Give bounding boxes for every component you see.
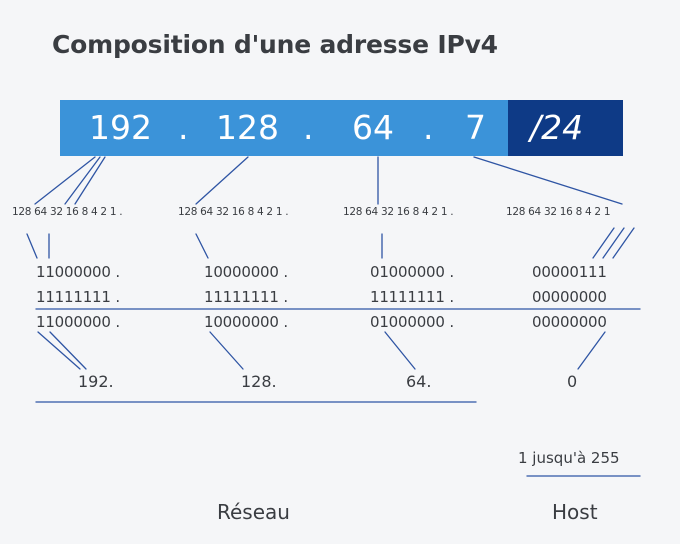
connector-line [26,233,38,259]
octet-2: 128 [216,108,279,147]
network-part-segment [60,100,508,156]
mask-binary-octet-4: 00000000 [532,288,607,306]
octet-3: 64 [352,108,394,147]
connector-line [592,227,615,259]
bit-weights-octet-4: 128 64 32 16 8 4 2 1 [506,206,611,218]
network-label: Réseau [217,500,290,524]
connector-line [49,331,87,370]
connector-line [195,233,209,259]
result-octet-1: 192. [78,372,114,391]
connector-line [209,331,244,370]
mask-binary-octet-3: 11111111 . [370,288,454,306]
connector-line [602,227,625,259]
bit-weights-octet-1: 128 64 32 16 8 4 2 1 . [12,206,123,218]
connector-line [577,331,606,370]
connector-line [34,156,96,205]
octet-4: 7 [465,108,486,147]
result-octet-4: 0 [567,372,578,391]
mask-binary-octet-1: 11111111 . [36,288,120,306]
ip-binary-octet-1: 11000000 . [36,263,120,281]
separator-3: . [423,108,434,147]
ip-binary-octet-2: 10000000 . [204,263,288,281]
ip-binary-octet-3: 01000000 . [370,263,454,281]
host-label: Host [552,500,598,524]
connector-line [473,156,623,205]
separator-2: . [303,108,314,147]
network-binary-octet-3: 01000000 . [370,313,454,331]
connector-line [612,227,635,259]
network-binary-octet-4: 00000000 [532,313,607,331]
separator-1: . [178,108,189,147]
connector-line [74,156,106,205]
prefix-segment [508,100,623,156]
network-binary-octet-2: 10000000 . [204,313,288,331]
diagram-title: Composition d'une adresse IPv4 [52,30,498,59]
connector-line [37,331,81,370]
result-octet-3: 64. [406,372,432,391]
host-range-label: 1 jusqu'à 255 [518,449,620,467]
connector-line [64,156,101,205]
bit-weights-octet-3: 128 64 32 16 8 4 2 1 . [343,206,454,218]
mask-binary-octet-2: 11111111 . [204,288,288,306]
prefix-length: /24 [530,108,584,147]
ip-binary-octet-4: 00000111 [532,263,607,281]
result-octet-2: 128. [241,372,277,391]
octet-1: 192 [89,108,152,147]
ip-address-bar: 192 . 128 . 64 . 7 /24 [60,100,623,156]
bit-weights-octet-2: 128 64 32 16 8 4 2 1 . [178,206,289,218]
connector-line [384,331,416,370]
network-binary-octet-1: 11000000 . [36,313,120,331]
connector-line [195,156,249,205]
